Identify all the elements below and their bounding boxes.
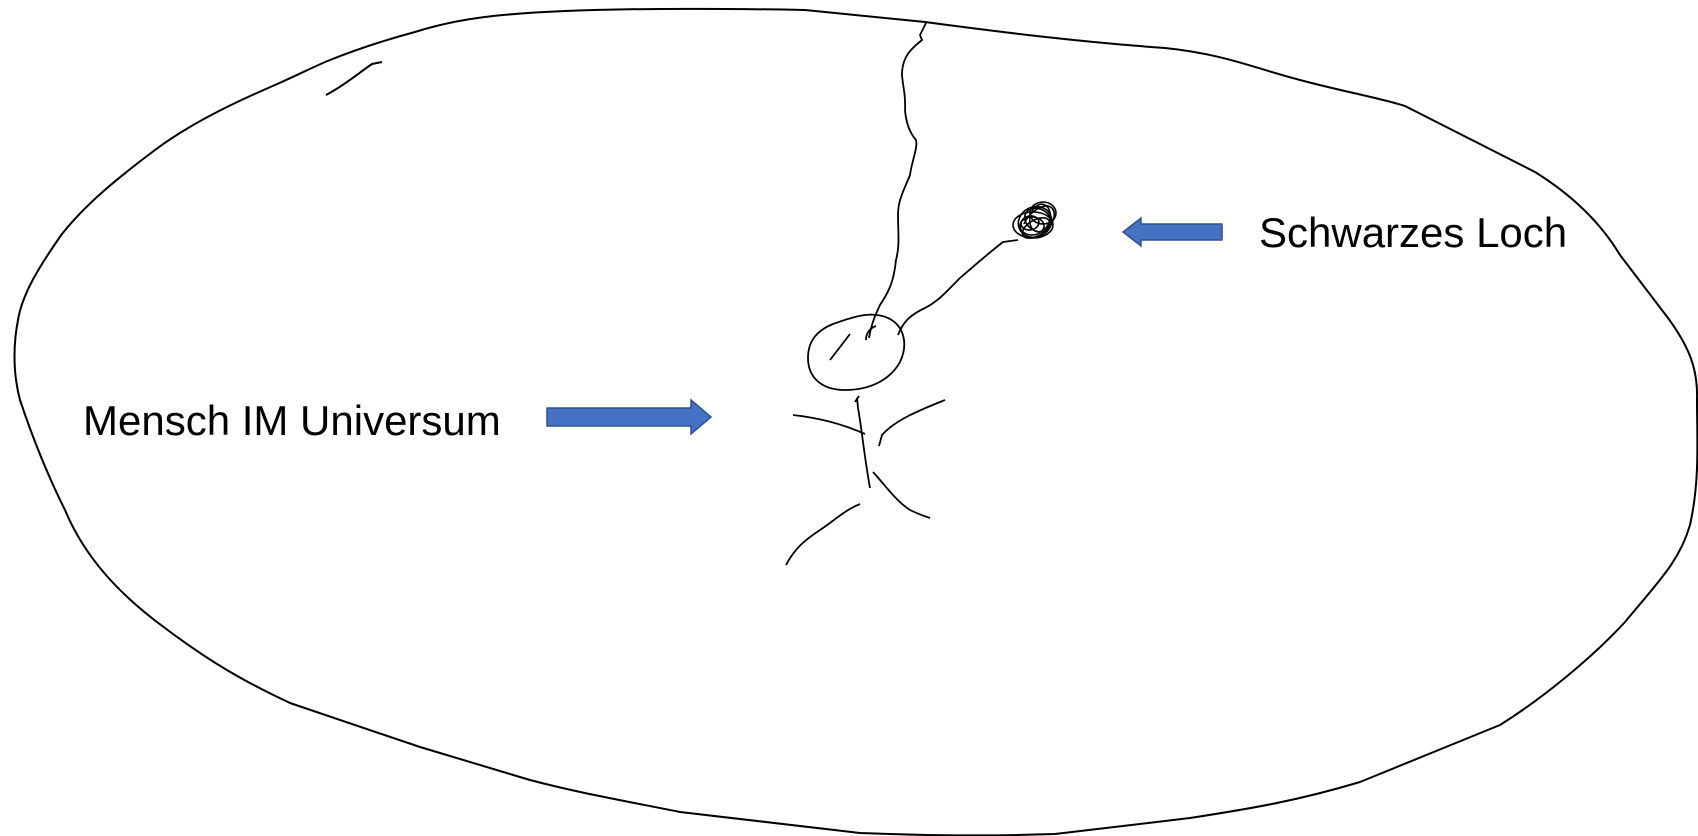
label-schwarzes-loch: Schwarzes Loch <box>1259 212 1567 254</box>
tether-line <box>869 23 926 338</box>
human-left-leg <box>786 504 860 565</box>
label-mensch-im-universum: Mensch IM Universum <box>83 400 501 442</box>
human-head <box>808 315 904 390</box>
arrow-to-black-hole <box>1123 218 1222 246</box>
human-left-arm <box>793 415 865 434</box>
outline-overlap-stroke <box>326 62 382 95</box>
arrow-to-human <box>547 400 711 434</box>
human-body <box>786 396 945 565</box>
human-torso <box>857 398 870 488</box>
blackhole-connection-line <box>898 240 1018 335</box>
human-right-leg <box>873 472 930 518</box>
black-hole-scribble <box>1013 201 1057 243</box>
human-right-arm <box>879 400 945 446</box>
human-head-mark <box>830 326 876 360</box>
